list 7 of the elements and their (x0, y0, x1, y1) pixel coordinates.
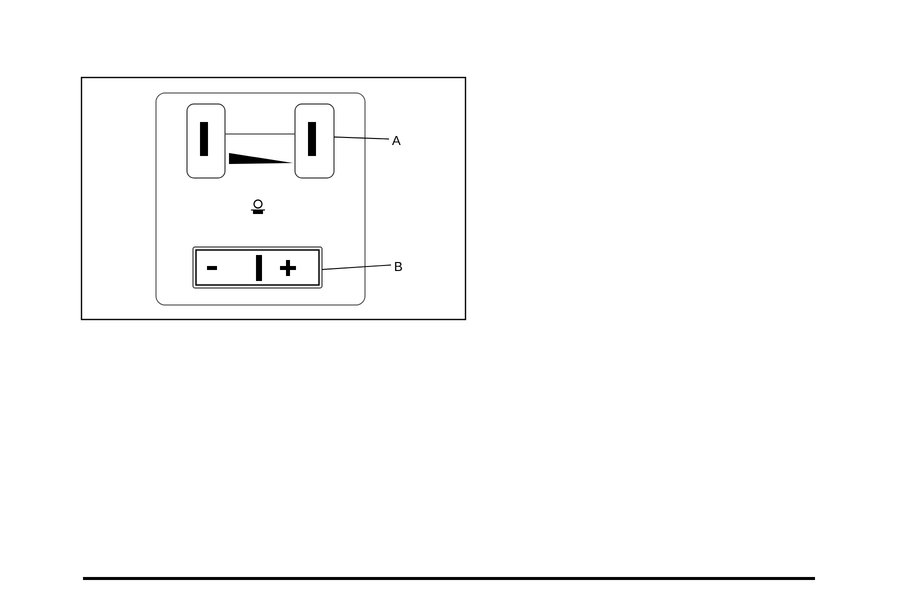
control-button (294, 104, 334, 178)
leader-line (334, 136, 390, 140)
rocker-switch (192, 246, 322, 288)
callout-letter: B (394, 259, 403, 274)
control-button (186, 104, 226, 178)
callout-letter: A (392, 133, 401, 148)
leader-line (322, 264, 392, 270)
